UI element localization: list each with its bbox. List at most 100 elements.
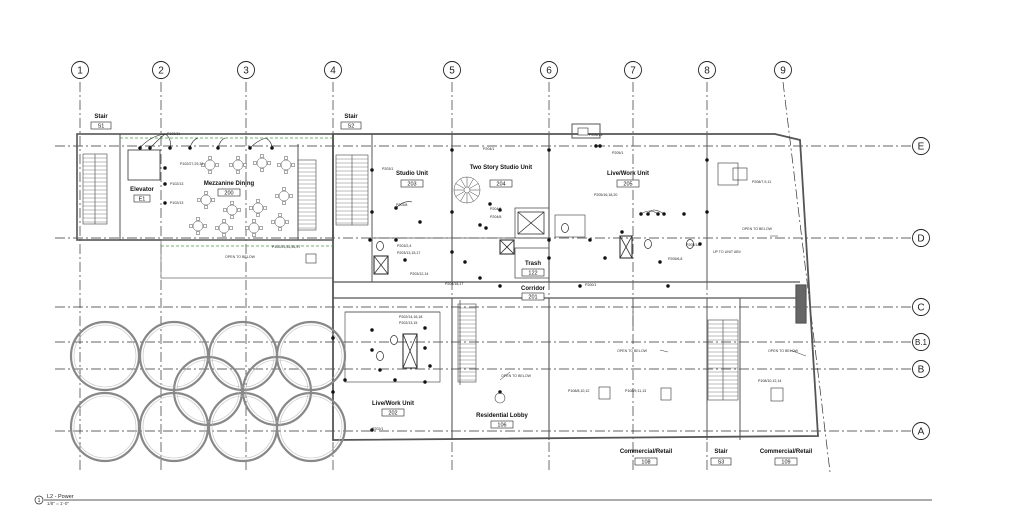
circuit-tag: P205/6,8 xyxy=(668,257,682,261)
spiral-stair xyxy=(453,176,481,204)
grid-label-B1: B.1 xyxy=(915,338,928,347)
dining-tables xyxy=(189,154,295,237)
grid-label-D: D xyxy=(917,234,924,245)
note-open-below-4: OPEN TO BELOW xyxy=(768,349,799,353)
grid-label-4: 4 xyxy=(330,66,336,77)
circuit-tag: P205/16,18,20 xyxy=(594,193,617,197)
room-num-livework-205: 205 xyxy=(623,182,632,188)
room-num-lobby: 106 xyxy=(497,423,506,429)
grid-label-7: 7 xyxy=(630,66,636,77)
circuit-tag: P203/1 xyxy=(382,167,393,171)
circuit-tag: P205/13 xyxy=(589,133,602,137)
circuit-tag: P102/27,29,31 xyxy=(180,162,203,166)
grid-label-5: 5 xyxy=(449,66,455,77)
power-receptacles xyxy=(138,144,709,432)
room-num-trash: 122 xyxy=(528,271,537,277)
grid-label-8: 8 xyxy=(704,66,710,77)
tank-circles xyxy=(69,320,347,463)
grid-label-B: B xyxy=(918,365,925,376)
circuit-tag: P102/13 xyxy=(170,201,183,205)
circuit-tag: P202/1 xyxy=(372,427,383,431)
stair-s1 xyxy=(82,153,108,225)
room-name-retail-109: Commercial/Retail xyxy=(760,449,813,455)
mezzanine-edge xyxy=(120,137,333,247)
circuit-tags: P102/11 P102/27,29,31 P102/13 P102/13 P1… xyxy=(167,132,781,431)
stair-treads xyxy=(83,157,738,397)
circuit-tag: P205/1 xyxy=(612,151,623,155)
grid-label-E: E xyxy=(918,142,925,153)
grid-label-3: 3 xyxy=(243,66,249,77)
note-leaders xyxy=(499,235,807,381)
room-name-studio: Studio Unit xyxy=(396,171,428,177)
room-name-stair-s2: Stair xyxy=(344,114,358,120)
circuit-tag: P108/8,10,12 xyxy=(568,389,589,393)
room-num-two-story: 204 xyxy=(496,182,505,188)
stair-mezz xyxy=(297,159,317,231)
circuit-tag: P200/1 xyxy=(585,283,596,287)
circuit-tag: P108/9,11,13 xyxy=(625,389,646,393)
room-num-mezzanine: 200 xyxy=(224,191,233,197)
room-num-stair-s1: S1 xyxy=(98,124,105,130)
grid-label-A: A xyxy=(918,427,925,438)
room-num-stair-s2: S2 xyxy=(348,124,355,130)
circuit-tag: P204/18,17 xyxy=(445,282,463,286)
equipment-boxes xyxy=(305,127,784,402)
room-name-two-story: Two Story Studio Unit xyxy=(470,165,532,171)
circuit-tag: P205/14 xyxy=(686,243,699,247)
grid-label-C: C xyxy=(917,303,924,314)
room-num-retail-109: 109 xyxy=(781,460,790,466)
circuit-tag: P102/11 xyxy=(167,132,180,136)
title-number: 1 xyxy=(37,498,40,504)
circuit-tag: P108/10,12,14 xyxy=(758,379,781,383)
room-name-livework-202: Live/Work Unit xyxy=(372,401,414,407)
room-num-retail-108: 108 xyxy=(641,460,650,466)
circuit-tag: P203/8 xyxy=(396,203,407,207)
room-name-mezzanine: Mezzanine Dining xyxy=(204,181,255,187)
room-name-livework-205: Live/Work Unit xyxy=(607,171,649,177)
room-name-trash: Trash xyxy=(525,261,541,267)
grid-label-9: 9 xyxy=(780,66,786,77)
room-name-lobby: Residential Lobby xyxy=(476,413,528,419)
room-name-corridor: Corridor xyxy=(521,286,546,292)
grid-label-1: 1 xyxy=(77,66,83,77)
grid-bubbles xyxy=(71,61,930,440)
stair-lobby xyxy=(457,303,477,383)
note-open-below-1: OPEN TO BELOW xyxy=(225,255,256,259)
grid-bubble-labels: 1 2 3 4 5 6 7 8 9 E D C B.1 B A xyxy=(77,66,927,438)
circuit-tag: P203/13,15,17 xyxy=(397,251,420,255)
circuit-tag: P102/23,33,35,37 xyxy=(272,245,300,249)
stair-s2 xyxy=(335,154,369,226)
grid-label-6: 6 xyxy=(546,66,552,77)
note-open-below-2: OPEN TO BELOW xyxy=(742,227,773,231)
tank-circles-inner xyxy=(73,324,343,459)
circuit-tag: P202/13,15 xyxy=(399,321,417,325)
room-num-elevator: E1 xyxy=(139,197,146,203)
circuit-tag: P102/13 xyxy=(170,182,183,186)
room-name-retail-108: Commercial/Retail xyxy=(620,449,673,455)
area-notes: OPEN TO BELOW OPEN TO BELOW OPEN TO BELO… xyxy=(225,227,799,378)
room-name-stair-s3: Stair xyxy=(714,449,728,455)
circuit-tag: P204/6 xyxy=(490,207,501,211)
room-labels: Stair S1 Elevator E1 Mezzanine Dining 20… xyxy=(90,114,813,466)
room-name-stair-s1: Stair xyxy=(94,114,108,120)
drawing-title: 1 L2 - Power 1/8" = 1'-0" xyxy=(34,494,932,506)
circuit-leaders xyxy=(139,133,665,215)
title-name: L2 - Power xyxy=(47,494,74,500)
shafts xyxy=(127,149,633,369)
circuit-tag: P203/12,14 xyxy=(410,272,428,276)
circuit-tag: P204/8 xyxy=(490,215,501,219)
circuit-tag: P208/7,9,11 xyxy=(752,180,771,184)
note-open-below-5: OPEN TO BELOW xyxy=(501,374,532,378)
room-num-livework-202: 202 xyxy=(388,411,397,417)
circuit-tag: P203/2,4 xyxy=(397,244,411,248)
room-num-corridor: 201 xyxy=(528,295,537,301)
room-num-stair-s3: S3 xyxy=(718,460,725,466)
note-up-to-unit: UP TO UNIT ABV xyxy=(713,250,742,254)
room-name-elevator: Elevator xyxy=(130,187,154,193)
circuit-tag: P202/14,16,18 xyxy=(399,315,422,319)
room-num-studio: 203 xyxy=(407,182,416,188)
circuit-tag: P204/1 xyxy=(483,147,494,151)
note-open-below-3: OPEN TO BELOW xyxy=(617,349,648,353)
title-scale: 1/8" = 1'-0" xyxy=(47,501,69,506)
